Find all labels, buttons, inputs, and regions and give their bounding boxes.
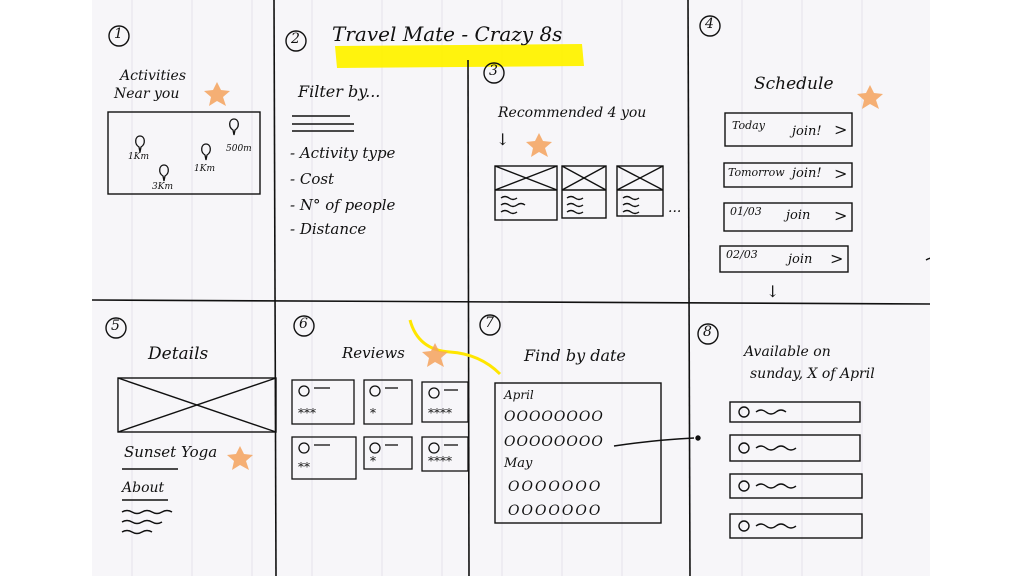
schedule-join-link[interactable]: join! (792, 124, 822, 139)
review-rating: * (370, 454, 376, 468)
schedule-date: 02/03 (726, 248, 758, 261)
activities-heading-line1: Activities (120, 68, 187, 84)
map-marker-label: 1Km (128, 152, 149, 162)
recommended-heading: Recommended 4 you (498, 105, 647, 121)
chevron-right-icon: > (834, 164, 848, 183)
panel-number-7: 7 (485, 315, 494, 331)
filter-heading: Filter by... (298, 82, 381, 101)
map-marker-label: 3Km (152, 182, 173, 192)
more-indicator: ... (668, 200, 682, 216)
schedule-heading: Schedule (754, 74, 834, 94)
map-marker-label: 1Km (194, 164, 215, 174)
calendar-row[interactable]: OOOOOOOO (504, 409, 604, 425)
chevron-right-icon: > (830, 249, 844, 268)
schedule-join-link[interactable]: join! (792, 166, 822, 181)
filter-option: - N° of people (290, 196, 396, 214)
calendar-row[interactable]: OOOOOOO (508, 479, 603, 495)
panel-number-1: 1 (114, 26, 123, 42)
review-rating: * (370, 406, 376, 420)
filter-option: - Activity type (290, 144, 396, 162)
month-label: May (504, 456, 533, 471)
find-by-date-heading: Find by date (524, 346, 626, 365)
review-rating: **** (428, 454, 452, 468)
calendar-row[interactable]: OOOOOOO (508, 503, 603, 519)
schedule-join-link[interactable]: join (788, 252, 813, 267)
down-arrow-icon: ↓ (766, 282, 780, 301)
schedule-date: Today (732, 119, 765, 132)
panel-number-4: 4 (705, 16, 714, 32)
about-label: About (122, 480, 165, 496)
schedule-join-link[interactable]: join (786, 208, 811, 223)
panel-number-8: 8 (703, 324, 712, 340)
calendar-row[interactable]: OOOOOOOO (504, 434, 604, 450)
reviews-heading: Reviews (342, 344, 405, 362)
month-label: April (504, 388, 534, 402)
down-arrow-icon: ↓ (496, 130, 510, 149)
sketch-paper: Travel Mate - Crazy 8s 1 2 3 4 5 6 7 8 A… (92, 0, 930, 576)
details-heading: Details (148, 344, 209, 364)
available-heading-line2: sunday, X of April (750, 366, 875, 382)
review-rating: ** (298, 460, 310, 474)
review-rating: *** (298, 406, 316, 420)
page-title: Travel Mate - Crazy 8s (332, 22, 563, 46)
map-marker-label: 500m (226, 144, 252, 154)
chevron-right-icon: > (834, 120, 848, 139)
filter-option: - Distance (290, 220, 367, 238)
review-rating: **** (428, 406, 452, 420)
schedule-date: Tomorrow (728, 166, 785, 179)
available-heading-line1: Available on (744, 344, 831, 360)
panel-number-3: 3 (489, 63, 498, 79)
sketch-drawing (92, 0, 930, 576)
chevron-right-icon: > (834, 206, 848, 225)
schedule-date: 01/03 (730, 205, 762, 218)
panel-number-2: 2 (291, 31, 300, 47)
activity-name: Sunset Yoga (124, 443, 218, 461)
panel-number-6: 6 (299, 316, 308, 332)
activities-heading-line2: Near you (114, 86, 180, 102)
panel-number-5: 5 (111, 318, 120, 334)
filter-option: - Cost (290, 170, 335, 188)
